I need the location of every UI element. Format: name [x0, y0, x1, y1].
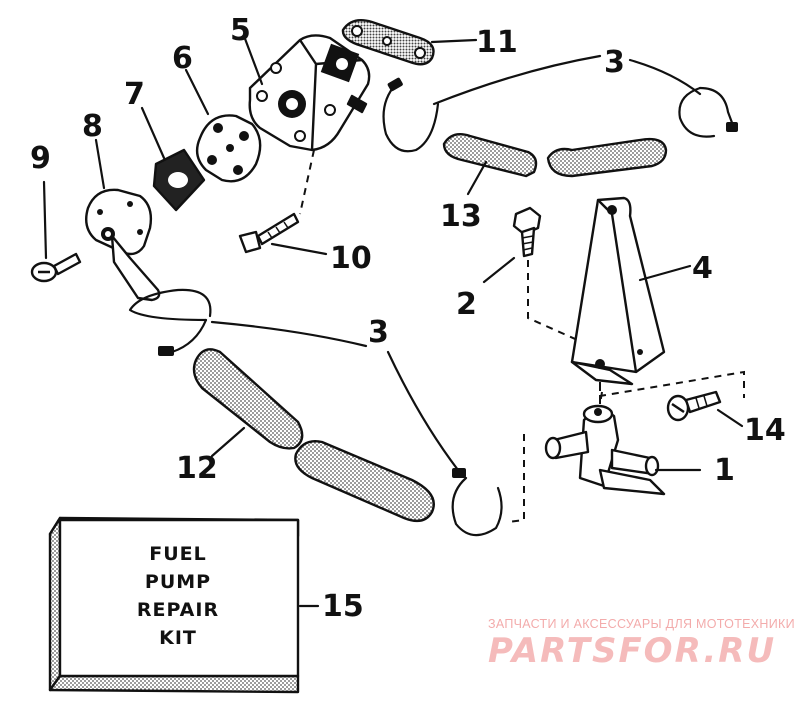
- callout-6: 6: [172, 41, 193, 76]
- hose-clamp-lower-right: [451, 468, 503, 537]
- callout-14: 14: [744, 413, 786, 448]
- callout-4: 4: [692, 251, 713, 286]
- callout-12: 12: [176, 451, 218, 486]
- leader-3-lower-left: [210, 320, 368, 348]
- screw-part-9: [30, 252, 82, 283]
- callout-10: 10: [330, 241, 372, 276]
- leader-12: [210, 426, 246, 458]
- leader-8: [94, 138, 106, 190]
- hose-clamp-upper-left: [382, 77, 440, 153]
- cover-part-8: [85, 188, 161, 302]
- fuel-pump-body-part-5: [248, 34, 371, 152]
- leader-5: [242, 34, 264, 86]
- leader-11: [430, 38, 478, 44]
- hose-clamp-upper-right: [678, 86, 738, 138]
- bolt-part-2: [512, 206, 542, 258]
- leader-6: [184, 68, 210, 116]
- diaphragm-part-6: [195, 114, 262, 183]
- callout-11: 11: [476, 25, 518, 60]
- leader-2: [482, 256, 516, 284]
- callout-3-upper: 3: [604, 45, 625, 80]
- leader-9: [42, 180, 48, 260]
- screw-part-14: [666, 390, 722, 422]
- hose-part-12: [192, 348, 435, 523]
- callout-9: 9: [30, 141, 51, 176]
- callout-3-lower: 3: [368, 315, 389, 350]
- leader-10: [270, 242, 328, 256]
- dash-hose: [507, 434, 525, 523]
- callout-2: 2: [456, 287, 477, 322]
- watermark-logo: PARTSFOR.RU: [488, 631, 776, 671]
- kit-label-line-4: KIT: [159, 627, 197, 649]
- kit-label-line-3: REPAIR: [137, 599, 219, 621]
- dash-4: [599, 370, 745, 398]
- dash-10: [299, 149, 315, 215]
- repair-kit-box-part-15: [48, 516, 300, 694]
- kit-label: FUEL PUMP REPAIR KIT: [137, 543, 219, 649]
- bolt-part-10: [238, 212, 300, 254]
- watermark: ЗАПЧАСТИ И АКСЕССУАРЫ ДЛЯ МОТОТЕХНИКИ PA…: [488, 617, 795, 671]
- leader-14: [716, 408, 744, 428]
- dash-1: [599, 391, 603, 405]
- watermark-tagline: ЗАПЧАСТИ И АКСЕССУАРЫ ДЛЯ МОТОТЕХНИКИ: [488, 617, 795, 631]
- leader-4: [638, 264, 692, 282]
- callout-15: 15: [322, 589, 364, 624]
- leader-7: [140, 106, 166, 160]
- leader-13: [466, 160, 488, 196]
- fuel-valve-part-1: [544, 404, 666, 496]
- callout-7: 7: [124, 77, 145, 112]
- callout-13: 13: [440, 199, 482, 234]
- leader-3-upper-right: [628, 58, 702, 96]
- leader-3-lower-right: [386, 350, 460, 472]
- hose-part-13: [442, 133, 668, 178]
- gasket-part-7: [152, 148, 206, 212]
- bracket-part-4: [570, 196, 666, 386]
- hose-clamp-lower-left: [128, 288, 212, 356]
- kit-label-line-2: PUMP: [145, 571, 211, 593]
- leader-3-upper-left: [432, 54, 602, 106]
- callout-8: 8: [82, 109, 103, 144]
- kit-label-line-1: FUEL: [149, 543, 207, 565]
- callout-5: 5: [230, 13, 251, 48]
- callout-1: 1: [714, 453, 735, 488]
- gasket-part-11: [341, 19, 435, 66]
